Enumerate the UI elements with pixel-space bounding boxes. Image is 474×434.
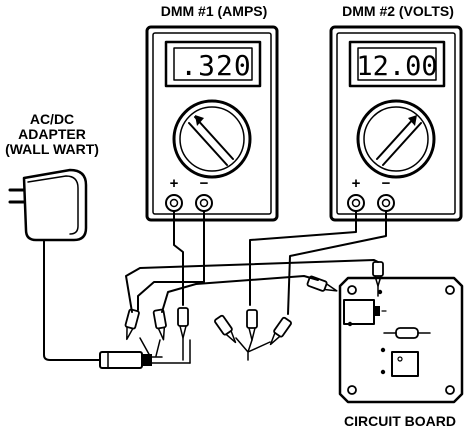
dmm2-minus-lead xyxy=(287,210,387,315)
circuit-board xyxy=(338,276,464,404)
dmm1-plus-lead xyxy=(173,210,184,306)
adapter-label-line1: AC/DC xyxy=(30,111,74,127)
dmm2-selector-knob-line1 xyxy=(376,116,416,160)
clip-4[interactable] xyxy=(214,314,239,345)
dmm1-meter: .320 + − xyxy=(145,25,279,222)
board-outline xyxy=(338,276,464,404)
dmm1-selector-knob-line1 xyxy=(194,116,234,160)
dmm2-meter: 12.00 + − xyxy=(329,25,463,222)
board-title: CIRCUIT BOARD xyxy=(344,413,456,429)
clip-2[interactable] xyxy=(152,308,168,341)
barrel-tip xyxy=(142,354,152,366)
ic-chip-notch xyxy=(397,356,403,362)
dmm1-jack-minus-inner xyxy=(199,198,209,208)
board-power-jack-tab xyxy=(374,306,380,316)
clip-junction-wires xyxy=(235,337,271,361)
board-power-jack xyxy=(343,299,375,325)
dmm2-selector-dial-inner xyxy=(363,106,429,172)
dmm1-minus-sign: − xyxy=(200,175,209,192)
dmm1-display-window xyxy=(173,47,253,81)
dmm2-selector-pointer-icon xyxy=(408,115,417,126)
dmm1-display-readout: .320 xyxy=(180,49,251,82)
clip-5[interactable] xyxy=(246,309,258,341)
dmm2-minus-sign: − xyxy=(382,175,391,192)
dmm1-body xyxy=(145,25,279,222)
dmm2-display-bezel xyxy=(348,40,446,88)
board-via-4 xyxy=(377,289,383,295)
clip-8[interactable] xyxy=(372,261,384,297)
adapter-label-line2: ADAPTER xyxy=(18,126,86,142)
board-mount-hole-br xyxy=(445,385,455,395)
dmm2-display-readout: 12.00 xyxy=(356,51,437,82)
dmm1-display-bezel xyxy=(164,40,262,88)
dmm2-jack-plus-outer[interactable] xyxy=(347,194,365,212)
clip-3[interactable] xyxy=(177,307,189,361)
dmm1-body-inner xyxy=(152,32,272,215)
dmm1-minus-lead xyxy=(137,210,205,311)
ic-chip-icon xyxy=(391,351,419,377)
dmm2-selector-dial-outer[interactable] xyxy=(356,99,436,179)
board-mount-hole-bl xyxy=(347,385,357,395)
dmm1-title: DMM #1 (AMPS) xyxy=(161,3,268,19)
dmm1-selector-pointer-icon xyxy=(195,115,204,126)
clip-junction-left xyxy=(139,337,161,357)
wall-wart-adapter xyxy=(8,168,101,361)
board-via-3 xyxy=(347,321,353,327)
alligator-clips xyxy=(122,261,384,361)
adapter-label-line3: (WALL WART) xyxy=(5,141,99,157)
supply-loop-wire-2 xyxy=(161,275,319,313)
dmm2-body-inner xyxy=(336,32,456,215)
dmm2-body xyxy=(329,25,463,222)
dmm2-jack-plus-inner xyxy=(351,198,361,208)
resistor-icon xyxy=(395,327,419,339)
barrel-connector xyxy=(99,339,191,369)
dmm2-display-window xyxy=(357,47,437,81)
dmm1-jack-plus-inner xyxy=(169,198,179,208)
test-leads xyxy=(125,210,387,315)
adapter-cable xyxy=(43,239,101,361)
dmm1-jack-plus-outer[interactable] xyxy=(165,194,183,212)
dmm2-jack-minus-inner xyxy=(381,198,391,208)
board-mount-hole-tr xyxy=(445,285,455,295)
board-via-2 xyxy=(380,369,386,375)
clip-1[interactable] xyxy=(122,308,140,341)
clip-7[interactable] xyxy=(306,275,339,296)
dmm1-plus-sign: + xyxy=(170,175,179,192)
board-via-1 xyxy=(380,347,386,353)
supply-loop-wire xyxy=(125,259,379,313)
barrel-plug xyxy=(99,351,143,369)
board-mount-hole-tl xyxy=(347,285,357,295)
clip-6[interactable] xyxy=(266,316,292,347)
dmm2-selector-knob-line2 xyxy=(382,122,422,166)
dmm2-plus-sign: + xyxy=(352,175,361,192)
dmm1-selector-dial-outer[interactable] xyxy=(172,99,252,179)
dmm1-selector-knob-line2 xyxy=(188,122,228,166)
dmm1-selector-dial-inner xyxy=(179,106,245,172)
adapter-body-face xyxy=(27,175,79,235)
dmm2-title: DMM #2 (VOLTS) xyxy=(342,3,454,19)
dmm1-jack-minus-outer[interactable] xyxy=(195,194,213,212)
adapter-body xyxy=(22,168,88,242)
dmm2-plus-lead xyxy=(249,210,357,306)
dmm2-jack-minus-outer[interactable] xyxy=(377,194,395,212)
